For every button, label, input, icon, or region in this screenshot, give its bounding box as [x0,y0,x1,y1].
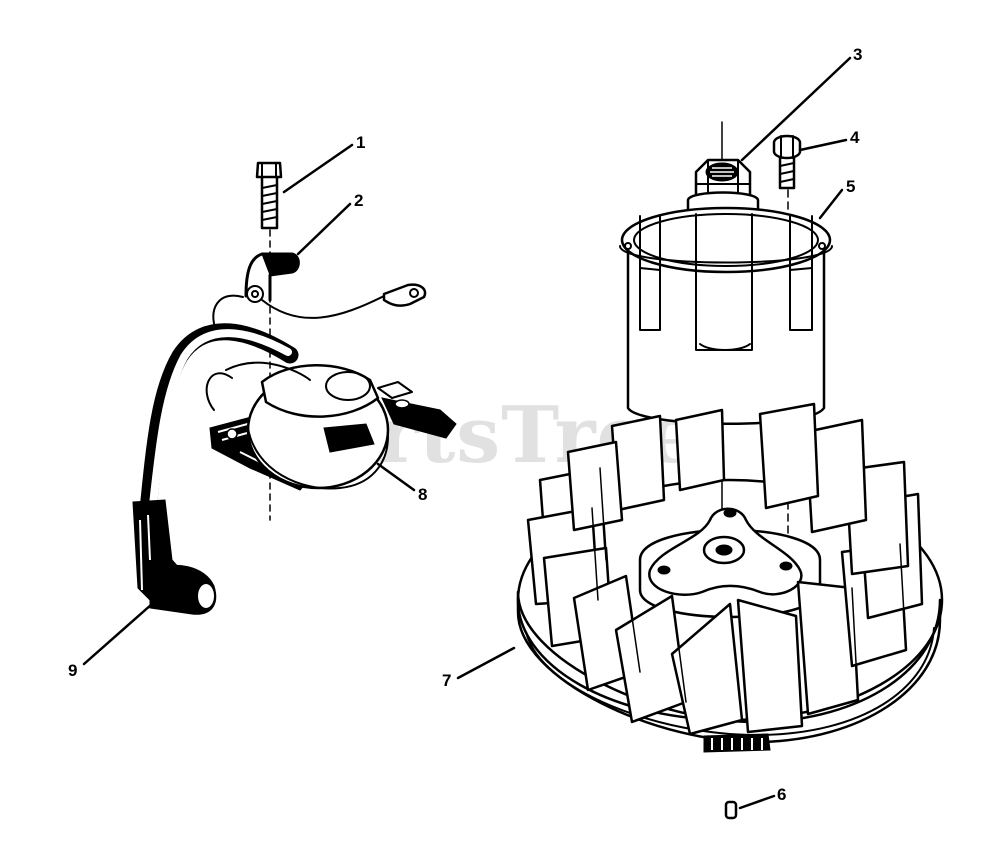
callout-number-9: 9 [68,661,77,680]
boot-part-9 [132,323,299,615]
key-part-6 [724,800,738,820]
callout-3: 3 [740,45,862,162]
callout-5: 5 [818,177,855,220]
callout-6: 6 [738,785,786,810]
callout-7: 7 [442,646,516,690]
callout-number-5: 5 [846,177,855,196]
cup-part-5 [619,206,833,425]
callout-2: 2 [296,191,363,256]
callout-1: 1 [282,133,365,194]
module-part-8 [205,361,457,491]
callout-number-7: 7 [442,671,451,690]
clip-part-2 [244,252,300,303]
callout-number-6: 6 [777,785,786,804]
callout-8: 8 [376,462,427,504]
callout-number-2: 2 [354,191,363,210]
callout-number-1: 1 [356,133,365,152]
callout-9: 9 [68,602,154,680]
callout-number-8: 8 [418,485,427,504]
callout-number-4: 4 [850,128,860,147]
flywheel-part-7 [516,402,944,753]
callout-4: 4 [798,128,860,152]
screw-part-4 [772,134,802,190]
callout-number-3: 3 [853,45,862,64]
